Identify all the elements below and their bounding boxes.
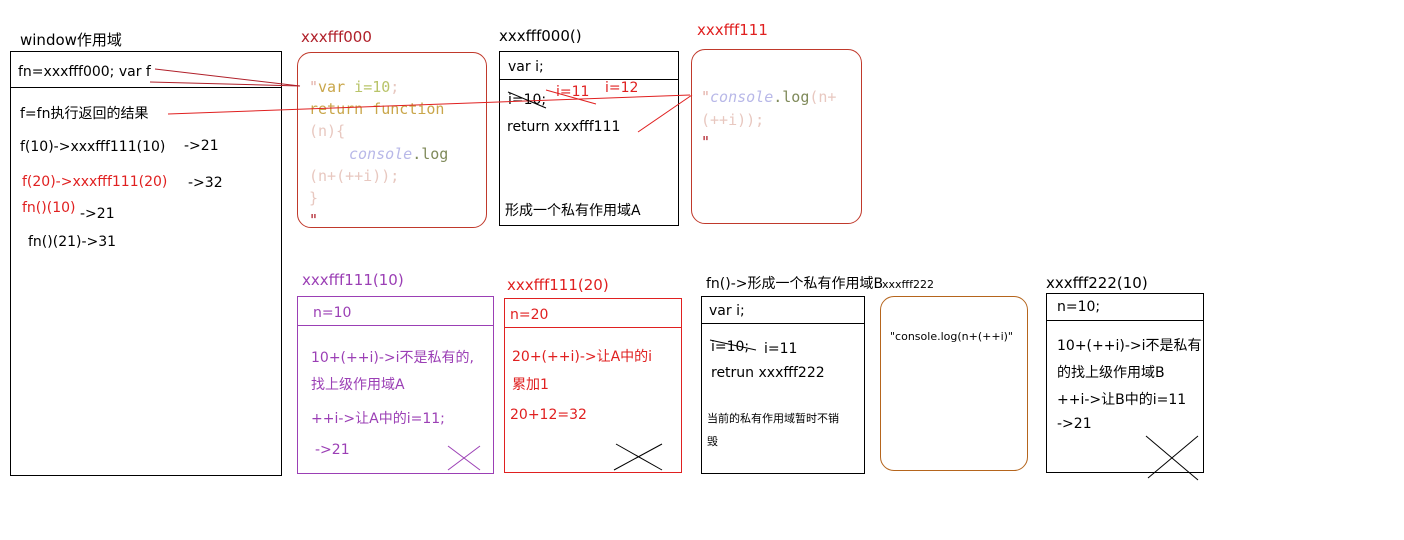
heap-000-line3: (n){ — [309, 122, 346, 140]
fn-b-note1: 当前的私有作用域暂时不销 — [707, 412, 839, 425]
window-row-f20-result: ->32 — [188, 175, 223, 191]
window-scope-title: window作用域 — [20, 31, 122, 49]
heap-222-box — [880, 296, 1028, 471]
window-row-f20: f(20)->xxxfff111(20) — [22, 174, 168, 190]
call-222-10-header: n=10; — [1057, 299, 1101, 315]
window-row-fn: fn=xxxfff000; var f — [18, 64, 151, 80]
call-222-10-label: xxxfff222(10) — [1046, 274, 1148, 292]
fn-b-label: fn()->形成一个私有作用域B — [706, 276, 884, 292]
heap-111-line1: "console.log(n+ — [701, 88, 837, 106]
fn-b-var-i: var i; — [709, 303, 745, 319]
heap-000-label: xxxfff000 — [301, 28, 372, 46]
fn-b-return: retrun xxxfff222 — [711, 365, 825, 381]
call-222-10-box — [1046, 293, 1204, 473]
window-row-fn10: fn()(10) — [22, 200, 76, 216]
call-111-10-line4: ->21 — [315, 442, 350, 458]
fn-b-i11: i=11 — [764, 341, 798, 357]
window-scope-panel — [10, 51, 282, 476]
call-222-10-line2: 的找上级作用域B — [1057, 365, 1165, 381]
window-row-f10: f(10)->xxxfff111(10) — [20, 139, 166, 155]
exec-000-i11: i=11 — [556, 84, 590, 100]
call-111-10-line1: 10+(++i)->i不是私有的, — [311, 350, 474, 366]
call-111-10-header: n=10 — [313, 305, 352, 321]
fn-b-i10: i=10; — [711, 339, 750, 355]
call-111-20-line2: 累加1 — [512, 377, 549, 393]
window-row-fn21: fn()(21)->31 — [28, 234, 117, 250]
divider — [11, 87, 281, 88]
exec-000-i10: i=10; — [508, 92, 547, 108]
heap-222-label: xxxfff222 — [882, 278, 934, 291]
divider — [702, 323, 864, 324]
heap-000-line7: " — [309, 211, 319, 229]
heap-000-line1: "var i=10; — [309, 78, 400, 96]
divider — [1047, 320, 1203, 321]
fn-b-note2: 毁 — [707, 435, 718, 448]
heap-000-line2: return function — [309, 100, 445, 118]
call-111-20-line1: 20+(++i)->让A中的i — [512, 349, 653, 365]
exec-000-note: 形成一个私有作用域A — [505, 203, 641, 219]
call-111-10-box — [297, 296, 494, 474]
heap-111-box — [691, 49, 862, 224]
divider — [500, 79, 678, 80]
heap-222-content: "console.log(n+(++i)" — [890, 330, 1013, 343]
fn-b-box — [701, 296, 865, 474]
heap-111-label: xxxfff111 — [697, 21, 768, 39]
window-row-f: f=fn执行返回的结果 — [20, 106, 149, 122]
exec-000-box — [499, 51, 679, 226]
call-111-10-line2: 找上级作用域A — [311, 377, 405, 393]
heap-111-line3: " — [701, 133, 711, 151]
call-222-10-line1: 10+(++i)->i不是私有 — [1057, 338, 1202, 354]
divider — [298, 325, 493, 326]
divider — [505, 327, 681, 328]
exec-000-i12: i=12 — [605, 80, 639, 96]
call-111-20-label: xxxfff111(20) — [507, 276, 609, 294]
call-111-20-header: n=20 — [510, 307, 549, 323]
exec-000-label: xxxfff000() — [499, 27, 582, 45]
window-row-f10-result: ->21 — [184, 138, 219, 154]
call-222-10-line4: ->21 — [1057, 416, 1092, 432]
heap-000-line5: (n+(++i)); — [309, 167, 400, 185]
call-111-10-label: xxxfff111(10) — [302, 271, 404, 289]
call-111-10-line3: ++i->让A中的i=11; — [311, 411, 445, 427]
heap-000-box — [297, 52, 487, 228]
exec-000-return: return xxxfff111 — [507, 119, 621, 135]
heap-000-line6: } — [309, 189, 319, 207]
heap-111-line2: (++i)); — [701, 111, 765, 129]
window-row-fn10-result: ->21 — [80, 206, 115, 222]
exec-000-var-i: var i; — [508, 59, 544, 75]
call-111-20-box — [504, 298, 682, 473]
call-222-10-line3: ++i->让B中的i=11 — [1057, 392, 1187, 408]
call-111-20-line3: 20+12=32 — [510, 407, 587, 423]
heap-000-line4: console.log — [349, 145, 449, 163]
